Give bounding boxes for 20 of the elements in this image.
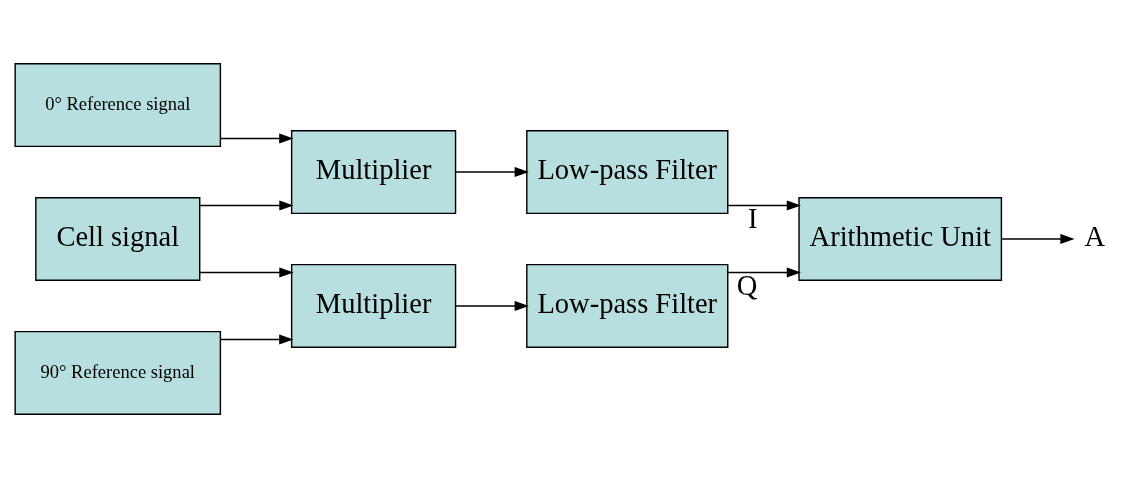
node-box: 0° Reference signal bbox=[14, 62, 222, 147]
arrow bbox=[220, 133, 294, 143]
arrow bbox=[220, 334, 294, 344]
node-box: Multiplier bbox=[290, 129, 457, 214]
arrow bbox=[727, 200, 802, 210]
node-box: 90° Reference signal bbox=[14, 330, 222, 415]
node-box: Low-pass Filter bbox=[526, 129, 729, 214]
arrow bbox=[455, 300, 529, 311]
node-box: Low-pass Filter bbox=[526, 263, 729, 348]
arrow bbox=[455, 166, 529, 177]
node-box: Multiplier bbox=[290, 263, 457, 348]
arrow bbox=[199, 267, 294, 277]
arrow bbox=[727, 267, 802, 277]
edge-label: I bbox=[748, 202, 758, 234]
arrow bbox=[199, 200, 294, 210]
arrow bbox=[1000, 233, 1075, 244]
node-box: Cell signal bbox=[35, 196, 201, 281]
node-box: Arithmetic Unit bbox=[798, 196, 1003, 281]
edge-label: Q bbox=[736, 269, 758, 301]
node-text: A bbox=[1084, 220, 1106, 252]
